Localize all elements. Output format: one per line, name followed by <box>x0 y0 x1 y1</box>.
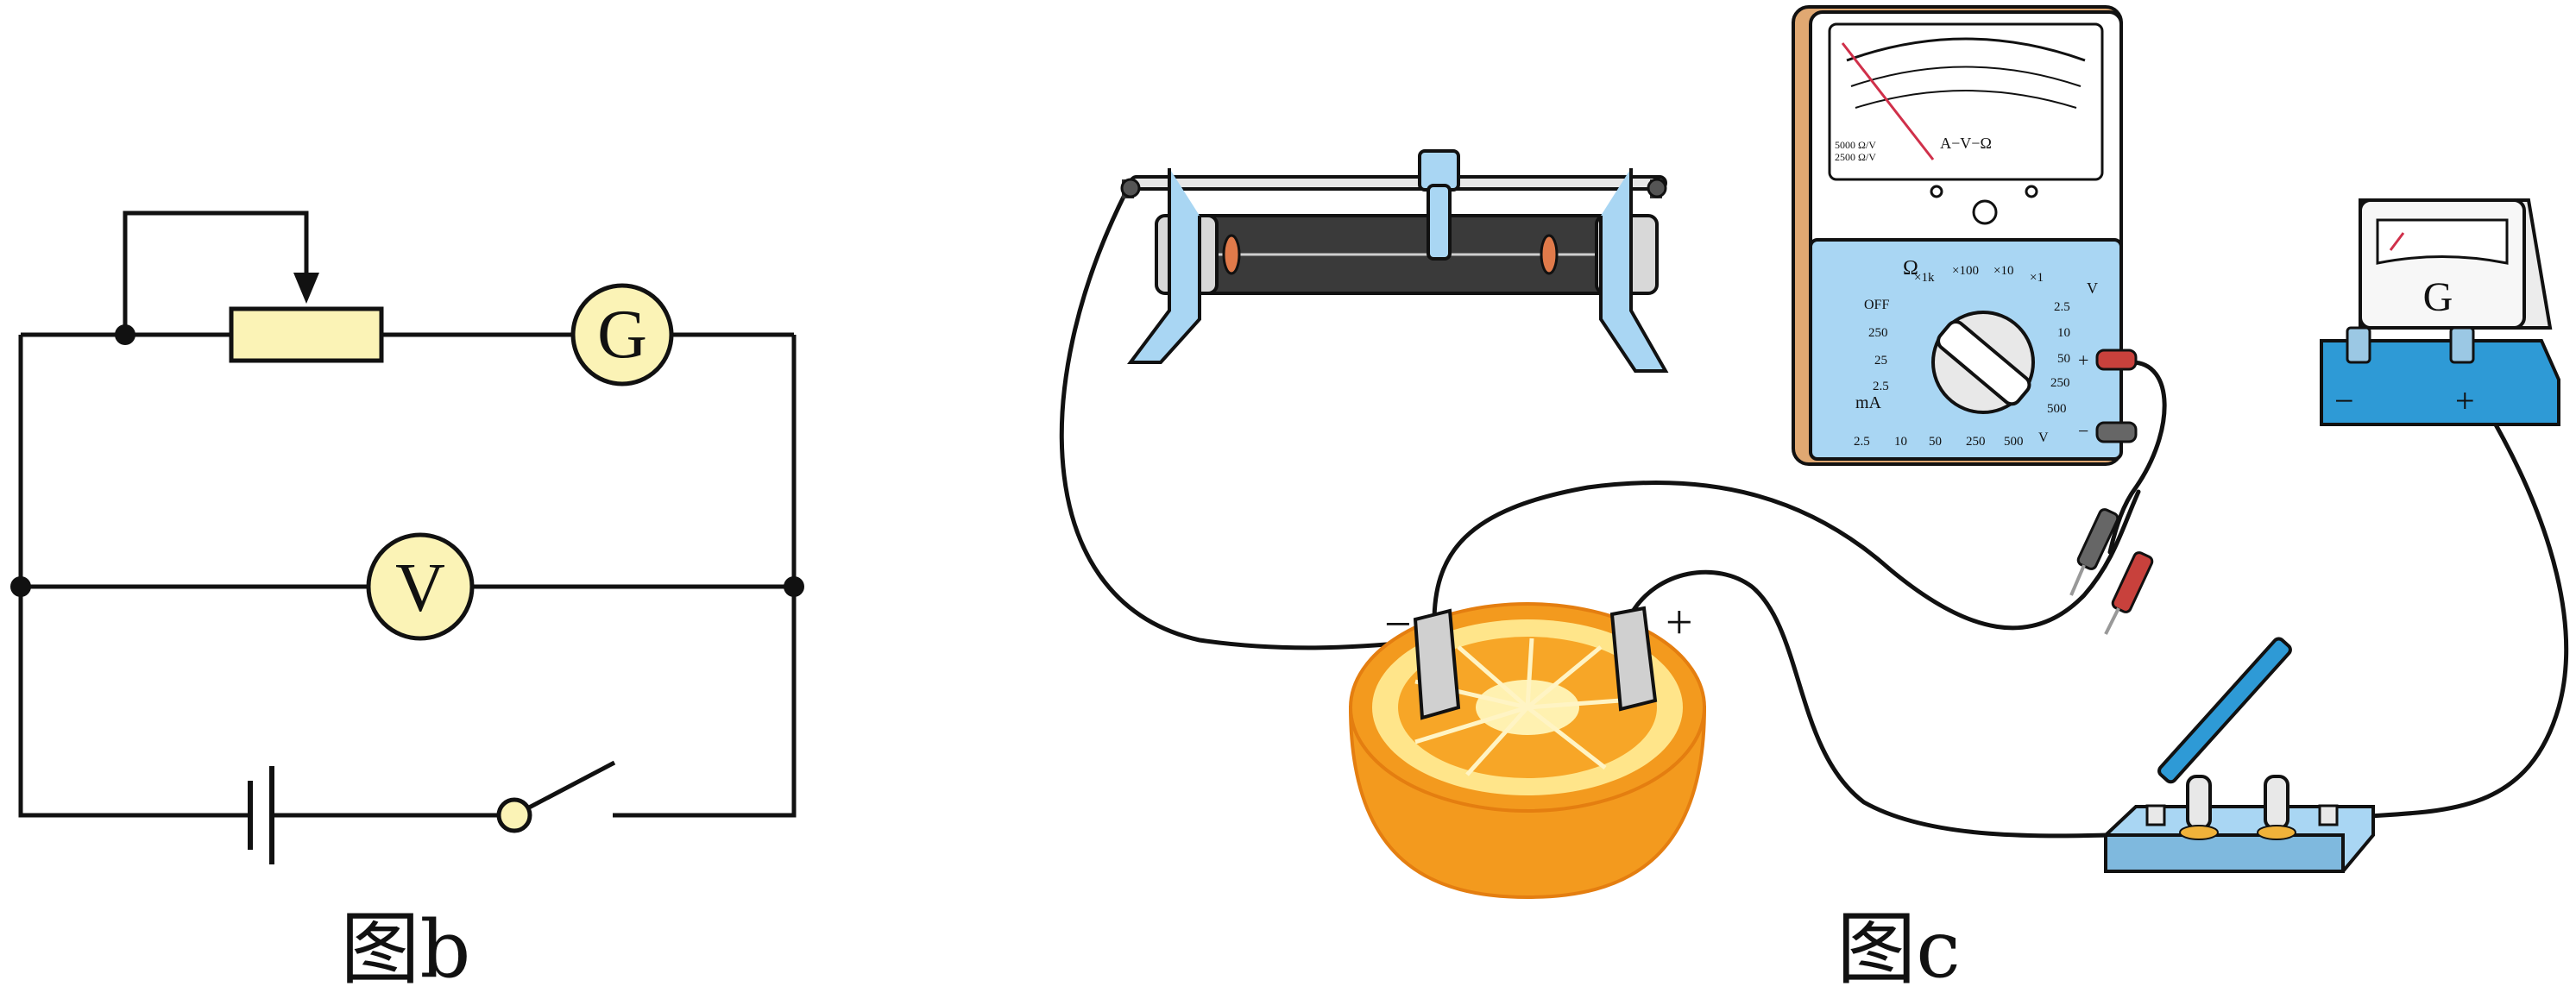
probe-black <box>2069 508 2119 596</box>
multimeter-red-jack <box>2095 349 2138 371</box>
galvanometer-symbol: G <box>570 283 674 386</box>
galvanometer-terminal-plus: + <box>2455 381 2475 420</box>
figure-b-circuit: G V 图b <box>10 210 804 996</box>
probe-red <box>2104 551 2154 635</box>
rheostat-slider-arrowhead <box>293 273 319 304</box>
rheostat-resistor <box>229 306 384 363</box>
wire-orange-to-switch <box>1628 569 2147 839</box>
multimeter-left-value-1: 250 <box>1868 326 1888 340</box>
multimeter-bottom-v-label: V <box>2038 430 2049 445</box>
multimeter-ohm-range-4: ×1 <box>2030 271 2044 285</box>
electrode-negative-sign: − <box>1384 598 1412 651</box>
multimeter-scale-label: A−V−Ω <box>1940 135 1992 152</box>
wire-rheostat-to-orange <box>1059 189 1418 650</box>
galvanometer-symbol-label: G <box>597 297 647 373</box>
multimeter-spec-line-1: 5000 Ω/V <box>1835 139 1876 151</box>
electrode-positive-sign: + <box>1666 596 1693 650</box>
multimeter-bottom-value-4: 250 <box>1966 435 1986 449</box>
multimeter-right-value-4: 250 <box>2050 376 2070 390</box>
multimeter-bottom-value-3: 50 <box>1929 435 1942 449</box>
multimeter-left-value-2: 25 <box>1874 354 1887 368</box>
multimeter-ma-label: mA <box>1855 393 1882 412</box>
multimeter-terminal-plus: + <box>2078 349 2088 371</box>
voltmeter-symbol: V <box>366 532 475 641</box>
sliding-rheostat <box>1120 149 1669 373</box>
multimeter-left-value-3: 2.5 <box>1873 380 1889 393</box>
wire-switch-to-galvanometer <box>2366 412 2569 819</box>
multimeter-right-value-1: 2.5 <box>2054 300 2070 314</box>
multimeter-right-value-5: 500 <box>2047 402 2067 416</box>
knife-switch-blade <box>2157 637 2292 784</box>
multimeter-ohm-range-3: ×10 <box>1993 264 2013 278</box>
multimeter-bottom-value-2: 10 <box>1894 435 1907 449</box>
junction-dot-left <box>10 576 31 597</box>
junction-dot-right <box>784 576 804 597</box>
multimeter-ohm-range-1: ×1k <box>1914 271 1935 285</box>
electrode-negative: − <box>1384 598 1461 720</box>
wire-multimeter-to-orange <box>1432 481 2141 631</box>
multimeter-off-label: OFF <box>1864 298 1889 312</box>
multimeter-terminal-minus: − <box>2078 420 2088 442</box>
multimeter-ohm-range-2: ×100 <box>1952 264 1979 278</box>
multimeter-right-value-3: 50 <box>2057 352 2070 366</box>
connecting-wires <box>1059 189 2569 839</box>
multimeter-bottom-value-1: 2.5 <box>1854 435 1870 449</box>
figure-c-apparatus: A−V−Ω 5000 Ω/V 2500 Ω/V Ω OFF ×1k ×100 ×… <box>1059 5 2569 996</box>
figure-b-caption: 图b <box>341 903 471 996</box>
battery-symbol <box>248 766 274 864</box>
multimeter: A−V−Ω 5000 Ω/V 2500 Ω/V Ω OFF ×1k ×100 ×… <box>1792 5 2138 466</box>
switch-symbol <box>496 760 616 833</box>
voltmeter-symbol-label: V <box>395 550 445 626</box>
galvanometer: G − + <box>2320 198 2560 426</box>
multimeter-right-value-2: 10 <box>2057 326 2070 340</box>
multimeter-spec-line-2: 2500 Ω/V <box>1835 151 1876 163</box>
multimeter-bottom-value-5: 500 <box>2004 435 2024 449</box>
wire-multimeter-red-probe <box>2107 360 2167 555</box>
junction-dot-top <box>115 324 135 345</box>
multimeter-v-label: V <box>2087 280 2098 297</box>
circuit-wires <box>18 210 797 818</box>
figure-c-caption: 图c <box>1836 903 1961 996</box>
electrode-positive: + <box>1609 596 1693 712</box>
galvanometer-letter: G <box>2423 274 2453 320</box>
knife-switch <box>2104 637 2375 873</box>
multimeter-zero-adjust <box>1972 199 1998 225</box>
galvanometer-terminal-minus: − <box>2334 381 2354 420</box>
multimeter-ohm-label: Ω <box>1903 257 1918 280</box>
multimeter-black-jack <box>2095 421 2138 443</box>
